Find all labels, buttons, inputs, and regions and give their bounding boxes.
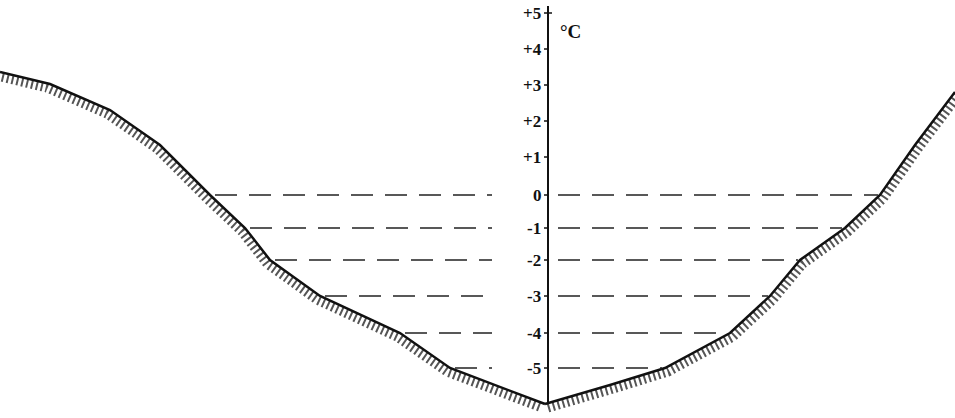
axis-value: -2 [527,252,541,269]
axis-value: +4 [523,41,541,58]
axis-value: 0 [533,187,542,204]
ground-hatch [548,96,955,408]
valley-slope [545,92,955,404]
isotherm-lines [215,195,878,368]
axis-value: +2 [523,113,541,130]
axis-value: -3 [527,288,541,305]
valley-slope [0,72,545,404]
axis-ticks [544,13,552,368]
axis-value: +5 [523,5,541,22]
axis-value: +3 [523,77,541,94]
axis-value: -4 [527,325,541,342]
axis-value: -1 [527,220,541,237]
unit-label: °C [560,22,581,41]
ground-hatch [0,76,542,408]
axis-value: -5 [527,360,541,377]
axis-value: +1 [523,149,541,166]
temperature-axis [547,6,549,404]
